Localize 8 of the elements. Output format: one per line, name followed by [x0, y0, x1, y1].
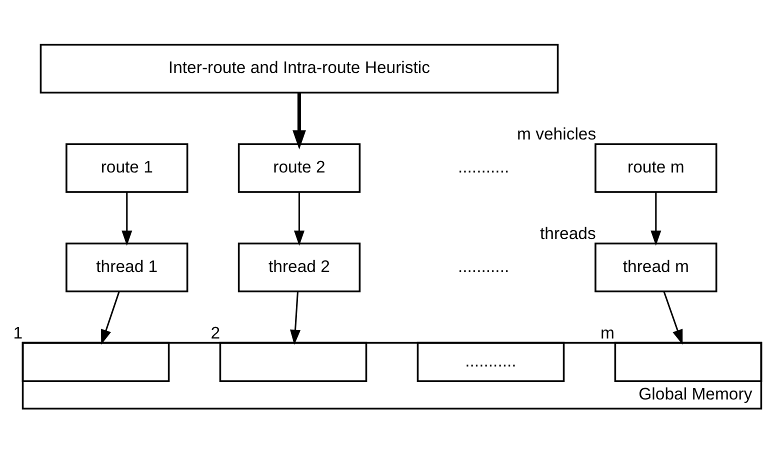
label: ...........: [458, 256, 510, 276]
node-label: Global Memory: [638, 384, 752, 404]
node-label: 2: [210, 323, 220, 342]
label: ...........: [458, 157, 510, 176]
node-label: m vehicles: [517, 124, 596, 144]
node-label: threads: [540, 224, 596, 243]
node-label: 1: [13, 323, 23, 342]
node-label: m: [600, 323, 614, 342]
